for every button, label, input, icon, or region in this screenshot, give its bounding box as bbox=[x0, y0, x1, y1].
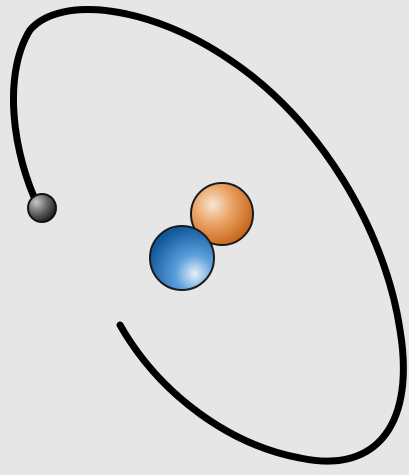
electron bbox=[28, 194, 56, 222]
proton bbox=[150, 226, 214, 290]
